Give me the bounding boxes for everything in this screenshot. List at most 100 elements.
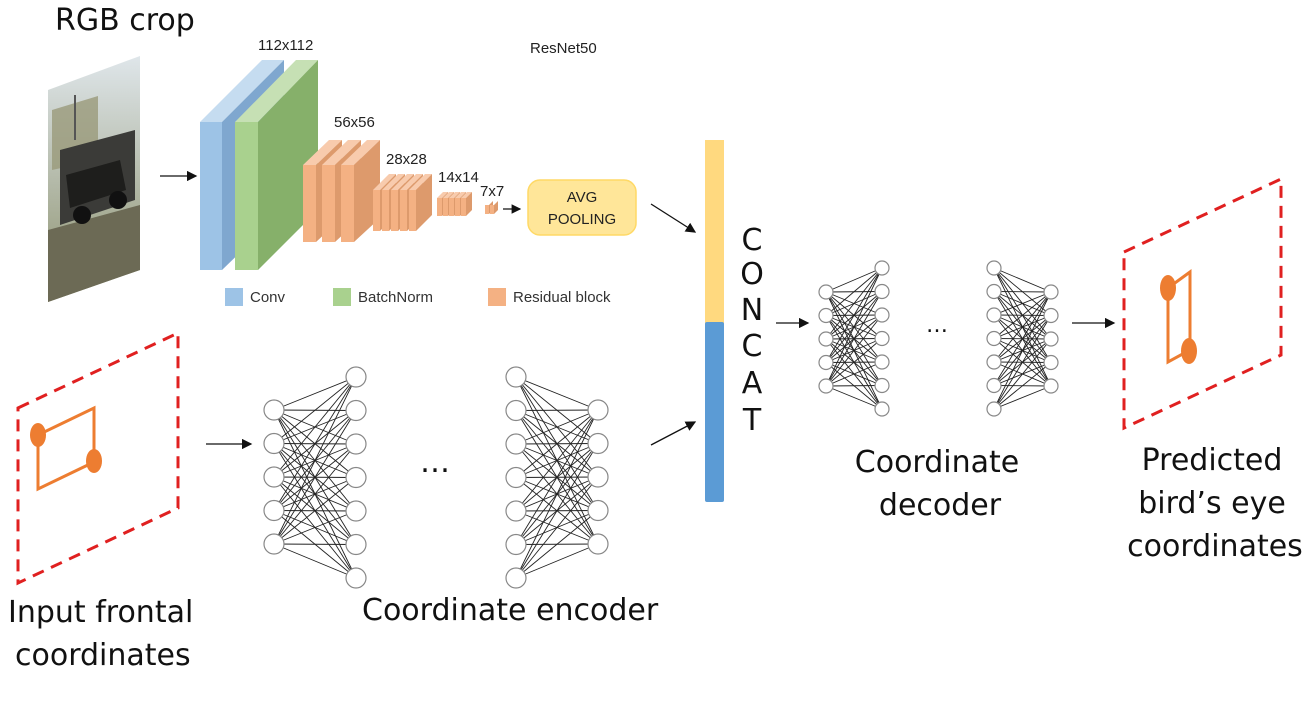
concat-letter-1: C (742, 223, 763, 258)
network-edge (515, 409, 599, 512)
decoder-ellipsis: … (926, 313, 948, 338)
network-edge (515, 543, 599, 579)
network-node (345, 567, 367, 589)
residual-stage-14 (437, 192, 472, 216)
network-edge (825, 314, 883, 387)
network-node (986, 283, 1002, 300)
arrow-pooling-to-concat (650, 203, 697, 233)
size-14-label: 14x14 (438, 169, 479, 186)
network-node (345, 366, 367, 388)
encoder-label: Coordinate encoder (362, 593, 659, 628)
network-edge (825, 385, 883, 410)
network-edge (273, 410, 357, 545)
network-node (986, 401, 1002, 417)
network-edge (273, 376, 357, 411)
network-edge (825, 361, 883, 387)
network-node (818, 284, 834, 300)
rgb-crop-label: RGB crop (55, 3, 195, 38)
network-edge (515, 409, 599, 445)
network-edge (273, 543, 357, 579)
decoder-layer-left (818, 260, 890, 417)
rgb-crop-image (48, 56, 140, 302)
residual-stage-7 (485, 201, 498, 214)
concat-bar (705, 140, 724, 502)
legend-batchnorm-label: BatchNorm (358, 289, 433, 306)
network-node (986, 260, 1002, 276)
decoder-label-line2: decoder (879, 488, 1002, 523)
resnet-label: ResNet50 (530, 40, 597, 57)
network-node (263, 399, 285, 421)
size-7-label: 7x7 (480, 183, 504, 200)
avg-pooling-label-line2: POOLING (548, 211, 616, 228)
network-edge (273, 510, 357, 545)
network-node (874, 401, 890, 417)
network-node (263, 466, 285, 488)
network-node (874, 330, 890, 347)
network-edge (993, 267, 1052, 293)
network-edge (993, 338, 1052, 410)
network-edge (993, 291, 1052, 339)
network-node (874, 354, 890, 370)
network-edge (273, 376, 357, 545)
network-node (986, 354, 1002, 370)
network-edge (515, 443, 599, 579)
network-node (345, 466, 367, 489)
network-node (587, 466, 609, 488)
decoder-label-line1: Coordinate (855, 445, 1019, 480)
size-28-label: 28x28 (386, 151, 427, 168)
avg-pooling-box: AVG POOLING (527, 179, 637, 236)
network-edge (515, 476, 599, 579)
concat-letter-2: O (740, 257, 764, 292)
size-56-label: 56x56 (334, 114, 375, 131)
network-node (505, 399, 527, 422)
network-node (874, 377, 890, 394)
network-node (1043, 284, 1059, 300)
network-node (345, 500, 367, 522)
legend-swatch-residual (488, 288, 506, 306)
network-node (874, 307, 890, 323)
arrow-encoder-to-concat (650, 421, 697, 446)
network-node (263, 533, 285, 555)
network-edge (273, 443, 357, 545)
input-keypoint-1 (30, 423, 46, 447)
network-node (263, 499, 285, 522)
legend-residual-label: Residual block (513, 289, 611, 306)
network-edge (515, 510, 599, 579)
network-node (345, 399, 367, 422)
encoder-layer-left (263, 366, 367, 589)
network-node (263, 432, 285, 455)
network-edge (515, 409, 599, 411)
network-edge (273, 376, 357, 444)
input-frontal-panel (16, 330, 180, 586)
predicted-birdseye-panel (1122, 176, 1283, 431)
network-edge (273, 543, 357, 545)
network-edge (825, 385, 883, 387)
encoder-ellipsis: … (420, 445, 450, 480)
size-112-label: 112x112 (258, 37, 313, 54)
network-node (587, 399, 609, 421)
network-edge (993, 291, 1052, 386)
network-edge (515, 376, 599, 411)
concat-letter-5: A (742, 366, 763, 401)
network-node (986, 307, 1002, 323)
network-node (505, 567, 527, 589)
network-node (587, 499, 609, 522)
concat-label: C O N C A T (740, 223, 764, 438)
avg-pooling-label-line1: AVG (567, 189, 598, 206)
network-edge (825, 267, 883, 340)
network-edge (825, 267, 883, 316)
network-edge (993, 291, 1052, 410)
network-node (1043, 307, 1059, 324)
network-node (505, 466, 527, 489)
network-edge (515, 409, 599, 545)
concat-letter-4: C (742, 329, 763, 364)
network-edge (515, 409, 599, 579)
network-edge (993, 291, 1052, 363)
network-node (587, 533, 609, 555)
network-edge (515, 409, 599, 478)
input-label-line2: coordinates (15, 638, 191, 673)
network-edge (825, 267, 883, 363)
network-edge (825, 291, 883, 387)
network-node (345, 433, 367, 455)
